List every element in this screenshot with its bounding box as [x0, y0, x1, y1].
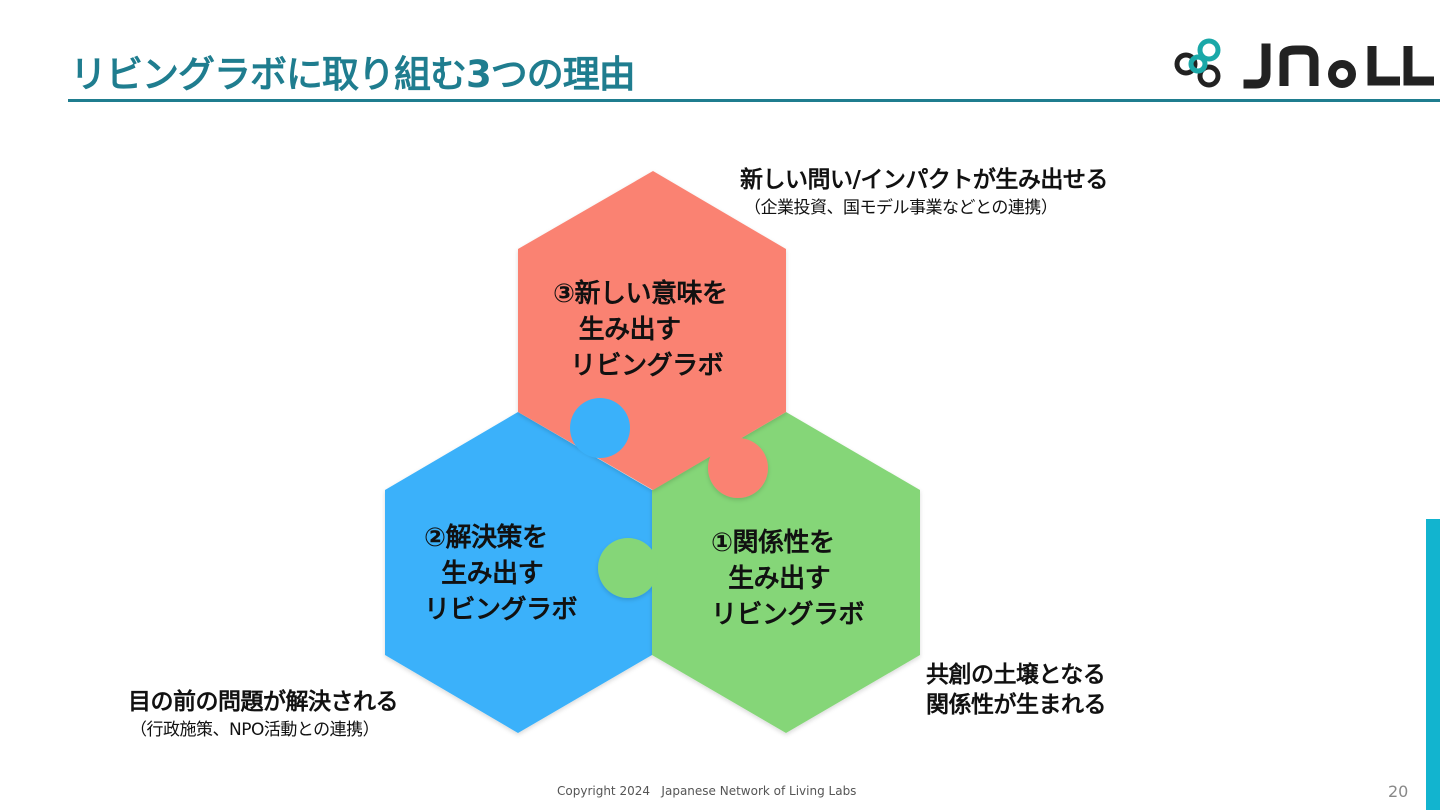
- piece-label-right: ①関係性を 生み出す リビングラボ: [711, 528, 865, 630]
- jnoll-logo: [1172, 34, 1434, 94]
- slide-title: リビングラボに取り組む3つの理由: [70, 53, 636, 96]
- puzzle-knob-left: [570, 398, 630, 458]
- puzzle-piece-right: [598, 412, 920, 733]
- piece-label-top: ③新しい意味を 生み出す リビングラボ: [553, 279, 728, 381]
- caption-left-sub: （行政施策、NPO活動との連携）: [130, 720, 380, 740]
- logo-mark-icon: [1174, 38, 1434, 89]
- puzzle-piece-left: [385, 412, 652, 733]
- caption-right-main: 共創の土壌となる 関係性が生まれる: [926, 662, 1107, 718]
- caption-left-main: 目の前の問題が解決される: [128, 689, 399, 715]
- title-underline: [68, 99, 1440, 102]
- page-number: 20: [1388, 782, 1409, 801]
- caption-top-sub: （企業投資、国モデル事業などとの連携）: [744, 198, 1058, 218]
- piece-label-left: ②解決策を 生み出す リビングラボ: [424, 523, 578, 625]
- accent-bar: [1426, 519, 1440, 810]
- caption-top-main: 新しい問い/インパクトが生み出せる: [740, 167, 1108, 193]
- copyright-footer: Copyright 2024 Japanese Network of Livin…: [557, 784, 857, 798]
